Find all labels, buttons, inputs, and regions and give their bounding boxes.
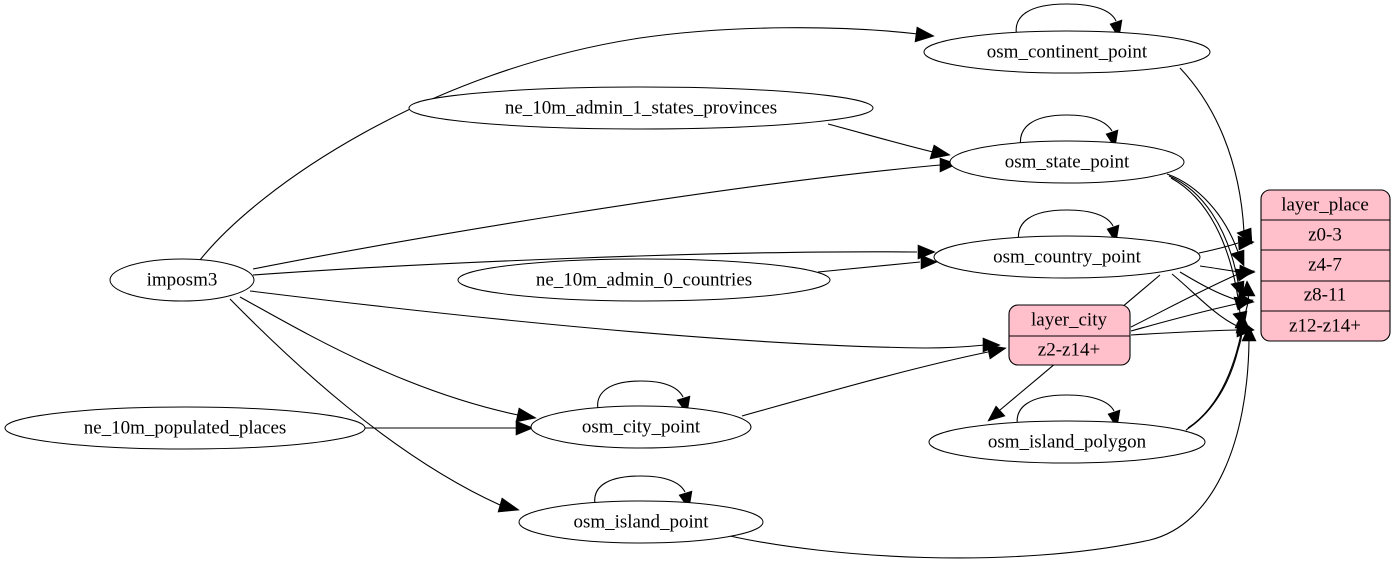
edge-osm-state-point-to-layer-place-z4-7	[1166, 173, 1245, 267]
node-osm-state-point[interactable]: osm_state_point	[949, 140, 1185, 184]
edge-ne-populated-places-to-osm-city-point	[365, 420, 534, 436]
edge-imposm3-to-layer-city	[249, 290, 1001, 353]
edge-imposm3-to-osm-island-point	[229, 298, 520, 513]
edge-layer-city-to-layer-place-z4-7	[1130, 268, 1255, 328]
record-node-layer-city[interactable]: layer_city z2-z14+	[1008, 304, 1131, 366]
node-ne-10m-admin-1-states-provinces[interactable]: ne_10m_admin_1_states_provinces	[408, 86, 874, 130]
node-osm-continent-point[interactable]: osm_continent_point	[923, 30, 1211, 74]
edge-osm-country-point-to-layer-place-z0-3	[1198, 235, 1255, 254]
node-ne-10m-admin-0-countries[interactable]: ne_10m_admin_0_countries	[457, 258, 831, 302]
record-node-layer-place[interactable]: layer_place z0-3 z4-7 z8-11 z12-z14+	[1260, 189, 1391, 342]
edge-osm-city-point-to-layer-city-z2-z14	[741, 344, 1007, 417]
edge-osm-state-point-to-layer-place-z8-11	[1168, 175, 1245, 298]
node-osm-country-point[interactable]: osm_country_point	[933, 235, 1201, 279]
edge-ne-states-provinces-to-osm-state-point	[827, 123, 951, 160]
edge-imposm3-to-osm-city-point	[239, 296, 537, 423]
node-osm-island-point[interactable]: osm_island_point	[518, 500, 764, 544]
edge-ne-admin-0-countries-to-osm-country-point	[817, 254, 938, 273]
edge-osm-island-polygon-to-layer-place-z12-z14	[1185, 312, 1250, 431]
node-layer: imposm3 ne_10m_admin_1_states_provinces …	[4, 30, 1211, 544]
edge-imposm3-to-osm-continent-point	[199, 26, 935, 261]
edge-osm-island-point-to-layer-place-z12-z14	[729, 325, 1257, 559]
edge-osm-continent-point-to-layer-place-z0-3	[1179, 67, 1253, 245]
node-ne-10m-populated-places[interactable]: ne_10m_populated_places	[4, 406, 366, 450]
edge-layer	[199, 26, 1257, 559]
node-osm-island-polygon[interactable]: osm_island_polygon	[928, 420, 1206, 464]
edge-imposm3-to-osm-state-point	[252, 157, 958, 270]
node-osm-city-point[interactable]: osm_city_point	[530, 405, 752, 449]
node-imposm3[interactable]: imposm3	[109, 258, 255, 302]
